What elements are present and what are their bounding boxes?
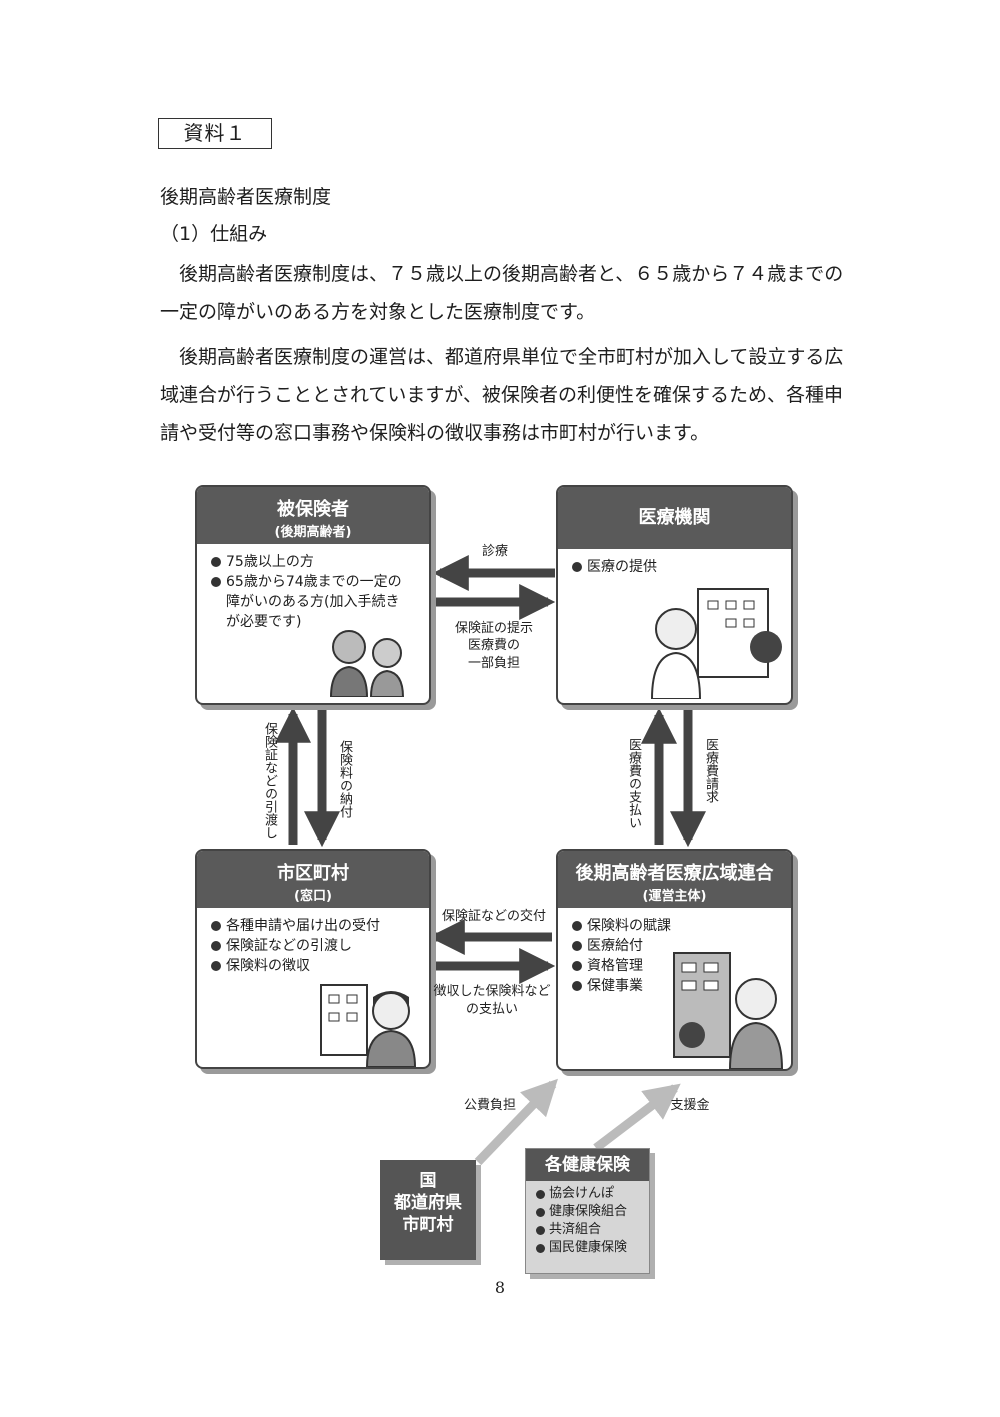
union-title: 後期高齢者医療広域連合 [575,863,774,884]
insured-box: 被保険者 (後期高齢者) 75歳以上の方 65歳から74歳までの一定の障がいのあ… [195,485,431,705]
list-item: 健康保険組合 [536,1203,649,1221]
municipality-list: 各種申請や届け出の受付 保険証などの引渡し 保険料の徴収 [197,908,429,976]
list-item: 医療給付 [572,936,791,956]
list-item: 65歳から74歳までの一定の障がいのある方(加入手続きが必要です) [211,572,409,632]
label-support-funds: 支援金 [670,1098,710,1113]
list-item: 資格管理 [572,956,791,976]
document-label: 資料１ [158,118,272,149]
list-item: 75歳以上の方 [211,552,409,572]
hospital-list: 医療の提供 [558,549,791,577]
list-item: 保険料の徴収 [211,956,429,976]
hospital-box: 医療機関 医療の提供 [556,485,793,705]
insured-title: 被保険者 [277,499,349,520]
government-line: 都道府県 [394,1193,462,1213]
insured-subtitle: (後期高齢者) [274,525,352,540]
municipality-header: 市区町村 (窓口) [197,851,429,908]
section-heading: 後期高齢者医療制度 [160,186,332,208]
officer-illustration [673,952,784,1069]
insured-header: 被保険者 (後期高齢者) [197,487,429,544]
arrow-support-funds [593,1083,681,1152]
union-box: 後期高齢者医療広域連合 (運営主体) 保険料の賦課 医療給付 資格管理 保健事業 [556,849,793,1071]
label-card-handover: 保険証などの引渡し [262,722,277,839]
list-item: 保険料の賦課 [572,916,791,936]
government-box: 国 都道府県 市町村 [380,1160,476,1260]
municipality-subtitle: (窓口) [294,889,332,904]
government-line: 国 [419,1171,437,1191]
union-header: 後期高齢者医療広域連合 (運営主体) [558,851,791,908]
list-item: 協会けんぽ [536,1185,649,1203]
clerk-illustration [320,984,417,1067]
list-item: 医療の提供 [572,557,791,577]
insured-list: 75歳以上の方 65歳から74歳までの一定の障がいのある方(加入手続きが必要です… [197,544,429,632]
label-partial-cost: 医療費の一部負担 [467,638,520,671]
municipality-box: 市区町村 (窓口) 各種申請や届け出の受付 保険証などの引渡し 保険料の徴収 [195,849,431,1069]
paragraph-1: 後期高齢者医療制度は、７５歳以上の後期高齢者と、６５歳から７４歳までの一定の障が… [160,263,844,323]
government-line: 市町村 [402,1215,454,1235]
list-item: 国民健康保険 [536,1239,649,1257]
label-public-burden: 公費負担 [463,1098,516,1113]
doctor-illustration [650,588,782,699]
list-item: 保健事業 [572,976,791,996]
label-treatment: 診療 [481,544,508,559]
union-subtitle: (運営主体) [642,889,707,904]
hospital-title: 医療機関 [558,487,791,549]
label-cost-claim: 医療費請求 [703,738,718,803]
list-item: 各種申請や届け出の受付 [211,916,429,936]
subsection-heading: （1）仕組み [160,223,268,245]
label-cost-payment: 医療費の支払い [626,738,641,829]
municipality-title: 市区町村 [277,863,349,884]
label-premium-payment: 保険料の納付 [337,740,352,818]
list-item: 共済組合 [536,1221,649,1239]
paragraph-2: 後期高齢者医療制度の運営は、都道府県単位で全市町村が加入して設立する広域連合が行… [160,346,844,444]
arrow-public-burden [474,1078,558,1166]
elderly-couple-illustration [329,630,405,697]
insurers-list: 協会けんぽ 健康保険組合 共済組合 国民健康保険 [526,1181,649,1257]
label-card-present: 保険証の提示 [454,621,533,636]
label-collected-payment: 徴収した保険料などの支払い [433,984,551,1017]
list-item: 保険証などの引渡し [211,936,429,956]
page-number: 8 [494,1278,506,1297]
label-card-issue: 保険証などの交付 [441,909,546,924]
insurers-title: 各健康保険 [526,1149,649,1181]
insurers-box: 各健康保険 協会けんぽ 健康保険組合 共済組合 国民健康保険 [525,1148,650,1274]
union-list: 保険料の賦課 医療給付 資格管理 保健事業 [558,908,791,996]
